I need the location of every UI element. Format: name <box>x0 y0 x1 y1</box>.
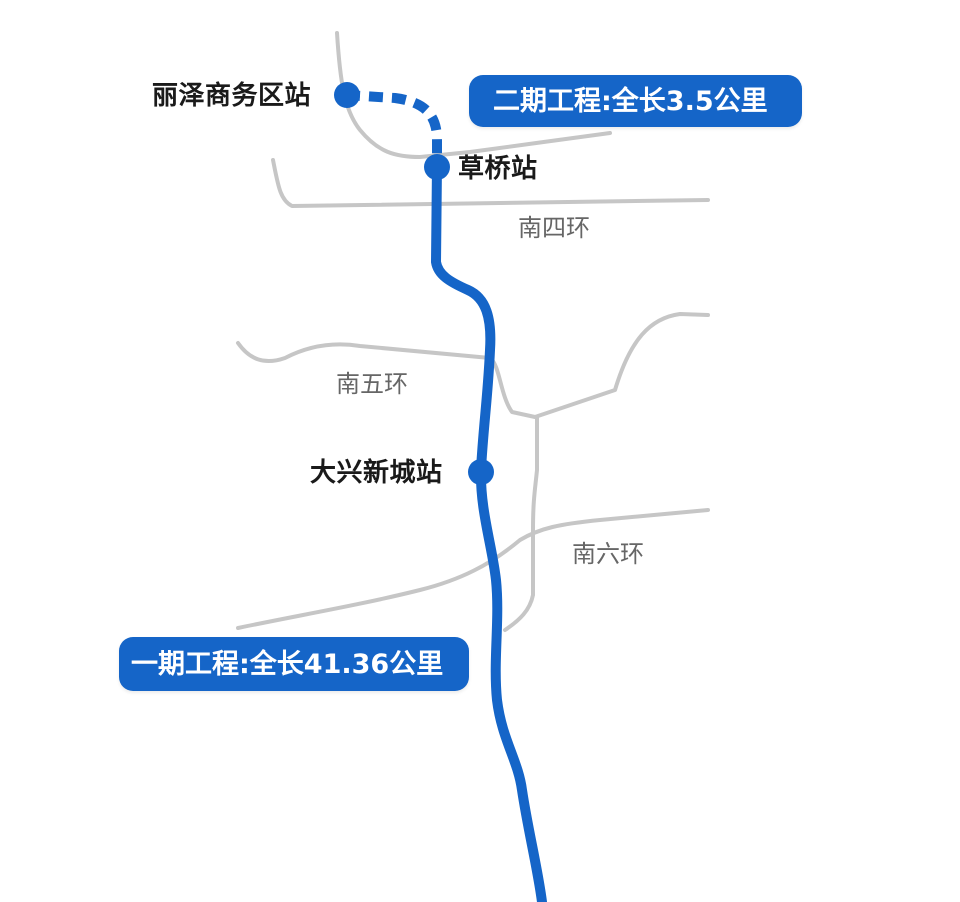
road-south-4th-ring <box>271 158 710 208</box>
phase2-length-text: 二期工程:全长3.5公里 <box>493 85 768 117</box>
road-south-6th-ring <box>236 508 710 630</box>
station-dot-lize <box>334 82 360 108</box>
road-connector <box>503 415 539 632</box>
road-label-south-6th-ring: 南六环 <box>572 540 644 568</box>
phase2-length-badge: 二期工程:全长3.5公里 <box>469 75 802 127</box>
station-label-daxing-xincheng: 大兴新城站 <box>310 458 443 488</box>
road-south-5th-ring <box>236 312 710 419</box>
road-label-south-4th-ring: 南四环 <box>518 214 590 242</box>
phase1-solid-line <box>431 160 547 902</box>
station-label-lize: 丽泽商务区站 <box>152 81 312 111</box>
phase1-length-badge: 一期工程:全长41.36公里 <box>119 637 469 691</box>
station-dot-caoqiao <box>424 154 450 180</box>
phase2-dashed-line <box>345 90 442 165</box>
station-label-caoqiao: 草桥站 <box>458 154 538 184</box>
road-label-south-5th-ring: 南五环 <box>336 370 408 398</box>
phase1-length-text: 一期工程:全长41.36公里 <box>131 648 444 680</box>
station-dot-daxing-xincheng <box>468 459 494 485</box>
